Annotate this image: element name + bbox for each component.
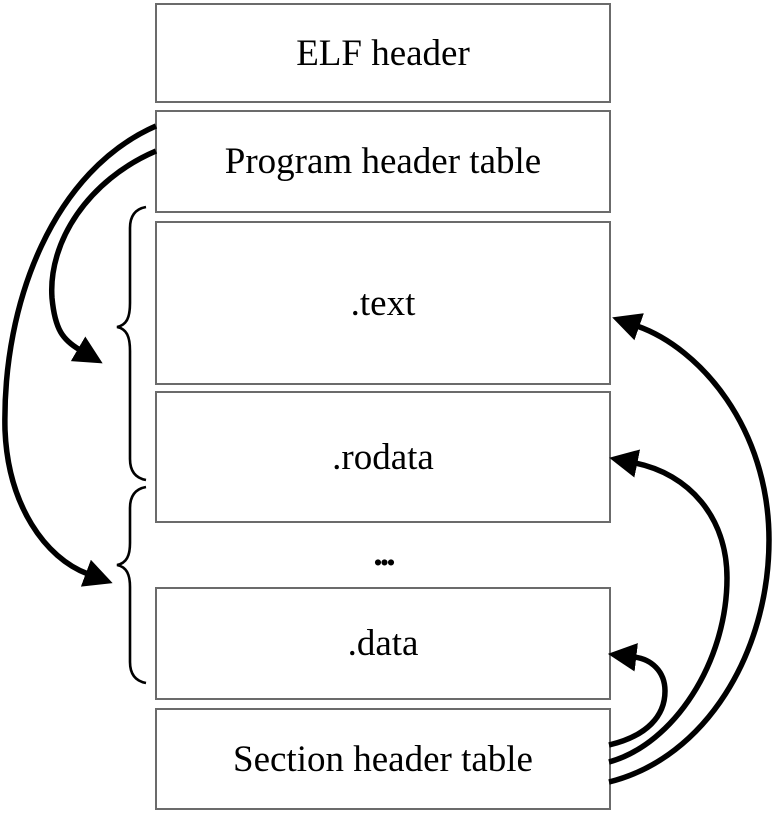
box-data-section: .data xyxy=(155,587,611,700)
box-section-header-table: Section header table xyxy=(155,708,611,810)
arrow-shdr-to-text xyxy=(608,313,772,785)
ellipsis-label: ... xyxy=(373,532,395,574)
arrow-shdr-to-data xyxy=(607,643,668,748)
box-program-header-table: Program header table xyxy=(155,110,611,213)
arrow-phdr-to-segment-1 xyxy=(49,148,158,364)
arrow-phdr-to-segment-2 xyxy=(2,123,158,587)
box-rodata-section: .rodata xyxy=(155,391,611,523)
program-header-table-label: Program header table xyxy=(224,141,542,182)
arrow-shdr-to-rodata xyxy=(608,449,730,765)
segment-2-brace xyxy=(116,485,147,685)
rodata-section-label: .rodata xyxy=(332,436,434,478)
box-elf-header: ELF header xyxy=(155,3,611,103)
segment-1-brace xyxy=(116,205,147,482)
ellipsis-row: ... xyxy=(155,527,611,579)
section-header-table-label: Section header table xyxy=(233,738,533,780)
data-section-label: .data xyxy=(347,623,419,664)
text-section-label: .text xyxy=(350,282,416,324)
box-text-section: .text xyxy=(155,221,611,385)
elf-header-label: ELF header xyxy=(296,32,470,74)
